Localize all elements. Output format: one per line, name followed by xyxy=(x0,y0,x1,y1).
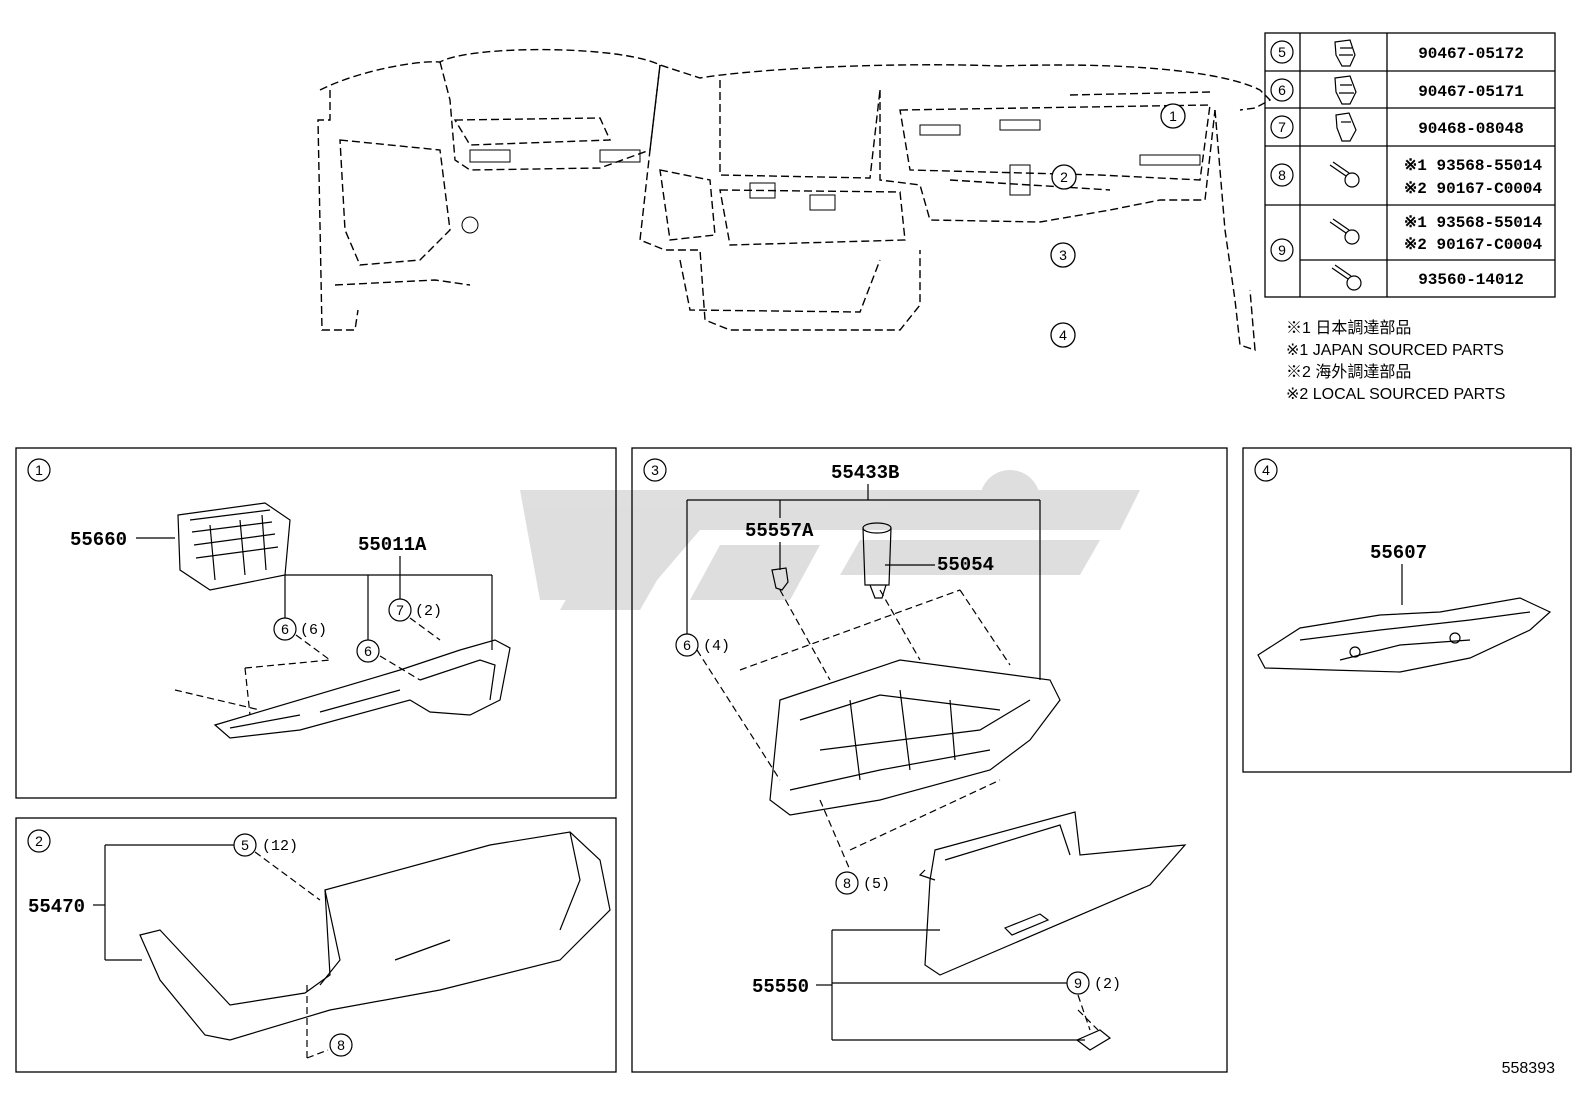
dashboard-overview-details xyxy=(461,119,1201,234)
part-label-55011A: 55011A xyxy=(358,534,427,556)
ref-6: 6 xyxy=(356,639,380,663)
legend-part-9c: 93560-14012 xyxy=(1418,271,1524,289)
lower-panel-drawing xyxy=(139,831,611,1041)
clip-icon xyxy=(1335,112,1357,142)
ref-8-qty-5: 8 (5) xyxy=(835,871,890,895)
legend-part-9a: ※1 93568-55014 xyxy=(1404,214,1543,232)
svg-text:7: 7 xyxy=(1278,119,1286,135)
svg-text:5: 5 xyxy=(241,837,249,853)
svg-text:8: 8 xyxy=(337,1037,345,1053)
svg-text:1: 1 xyxy=(1169,108,1177,124)
fastener-legend-table xyxy=(1264,32,1556,298)
svg-text:5: 5 xyxy=(1278,44,1286,60)
dashed-guides-p3 xyxy=(696,589,1099,1031)
screw-icon xyxy=(1331,264,1362,291)
part-label-55557A: 55557A xyxy=(745,520,814,542)
svg-text:(5): (5) xyxy=(863,876,890,893)
panel-1-number: 1 xyxy=(27,458,51,482)
garnish-panel-drawing xyxy=(213,639,511,739)
svg-text:6: 6 xyxy=(1278,82,1286,98)
screw-icon xyxy=(1329,161,1360,188)
legend-ref-8: 8 xyxy=(1270,163,1294,187)
damper-drawing xyxy=(862,522,892,599)
legend-part-6: 90467-05171 xyxy=(1418,83,1524,101)
glove-box-drawing xyxy=(918,811,1187,976)
ref-6-qty-4: 6 (4) xyxy=(675,633,730,657)
legend-ref-9: 9 xyxy=(1270,238,1294,262)
svg-text:1: 1 xyxy=(35,462,43,478)
clip-icon xyxy=(1334,39,1356,67)
panel-4-number: 4 xyxy=(1254,458,1278,482)
legend-part-8b: ※2 90167-C0004 xyxy=(1404,180,1543,198)
fastener-drawing xyxy=(1075,1029,1112,1051)
svg-text:9: 9 xyxy=(1074,975,1082,991)
svg-text:6: 6 xyxy=(683,637,691,653)
svg-text:3: 3 xyxy=(651,462,659,478)
note-line-4: ※2 LOCAL SOURCED PARTS xyxy=(1286,386,1505,403)
legend-part-7: 90468-08048 xyxy=(1418,120,1524,138)
under-cover-drawing xyxy=(1257,597,1552,673)
panel-4: 4 55607 xyxy=(1242,447,1572,773)
dashed-guides-p1 xyxy=(174,617,441,716)
note-line-1: ※1 日本調達部品 xyxy=(1286,319,1411,337)
part-label-55054: 55054 xyxy=(937,554,994,576)
ref-9-qty-2: 9 (2) xyxy=(1066,971,1121,995)
panel-2-number: 2 xyxy=(27,829,51,853)
svg-text:6: 6 xyxy=(364,643,372,659)
part-label-55433B: 55433B xyxy=(831,462,899,484)
diagram-id: 558393 xyxy=(1502,1060,1555,1077)
dashed-guides-p2 xyxy=(254,851,329,1059)
svg-text:(4): (4) xyxy=(703,638,730,655)
air-vent-drawing xyxy=(177,502,291,591)
overview-callout-1: 1 xyxy=(1160,103,1186,129)
legend-ref-5: 5 xyxy=(1270,40,1294,64)
legend-part-8a: ※1 93568-55014 xyxy=(1404,157,1543,175)
svg-text:6: 6 xyxy=(281,621,289,637)
overview-callout-4: 4 xyxy=(1050,322,1076,348)
ref-6-qty-6: 6 (6) xyxy=(273,617,327,641)
legend-part-5: 90467-05172 xyxy=(1418,45,1524,63)
clip-icon xyxy=(1334,75,1357,105)
svg-text:2: 2 xyxy=(35,833,43,849)
svg-text:4: 4 xyxy=(1059,327,1067,343)
svg-text:3: 3 xyxy=(1059,247,1067,263)
note-line-3: ※2 海外調達部品 xyxy=(1286,363,1411,381)
overview-callout-2: 2 xyxy=(1051,164,1077,190)
svg-text:8: 8 xyxy=(843,875,851,891)
panel-3: 3 55433B 55557A 55054 55550 6 (4) 8 xyxy=(631,447,1228,1073)
glove-box-door-assy-drawing xyxy=(769,659,1061,816)
part-label-55607: 55607 xyxy=(1370,542,1427,564)
ref-8: 8 xyxy=(329,1033,353,1057)
overview-callout-3: 3 xyxy=(1050,242,1076,268)
leader-lines-55470 xyxy=(93,844,234,961)
svg-text:(2): (2) xyxy=(415,603,442,620)
legend-part-9b: ※2 90167-C0004 xyxy=(1404,236,1543,254)
svg-text:8: 8 xyxy=(1278,167,1286,183)
svg-text:4: 4 xyxy=(1262,462,1270,478)
ref-5-qty-12: 5 (12) xyxy=(233,833,298,857)
svg-text:(6): (6) xyxy=(300,622,327,639)
watermark-logo xyxy=(520,470,1140,610)
panel-1: 1 55660 55011A 6 (6) 6 xyxy=(15,447,617,799)
ref-7-qty-2: 7 (2) xyxy=(388,598,442,622)
svg-text:9: 9 xyxy=(1278,242,1286,258)
part-label-55660: 55660 xyxy=(70,529,127,551)
svg-text:7: 7 xyxy=(396,602,404,618)
leader-lines-55011A xyxy=(284,556,493,650)
leader-lines-p3 xyxy=(686,484,1085,1041)
insert-clip-drawing xyxy=(771,567,789,591)
note-line-2: ※1 JAPAN SOURCED PARTS xyxy=(1286,342,1504,359)
svg-text:(12): (12) xyxy=(262,838,298,855)
svg-text:2: 2 xyxy=(1060,169,1068,185)
dashboard-overview-drawing xyxy=(317,48,1272,351)
screw-icon xyxy=(1329,218,1360,245)
panel-2: 2 55470 5 (12) 8 xyxy=(15,817,617,1073)
panel-3-number: 3 xyxy=(643,458,667,482)
svg-text:(2): (2) xyxy=(1094,976,1121,993)
legend-ref-6: 6 xyxy=(1270,78,1294,102)
part-label-55470: 55470 xyxy=(28,896,85,918)
part-label-55550: 55550 xyxy=(752,976,809,998)
legend-ref-7: 7 xyxy=(1270,115,1294,139)
